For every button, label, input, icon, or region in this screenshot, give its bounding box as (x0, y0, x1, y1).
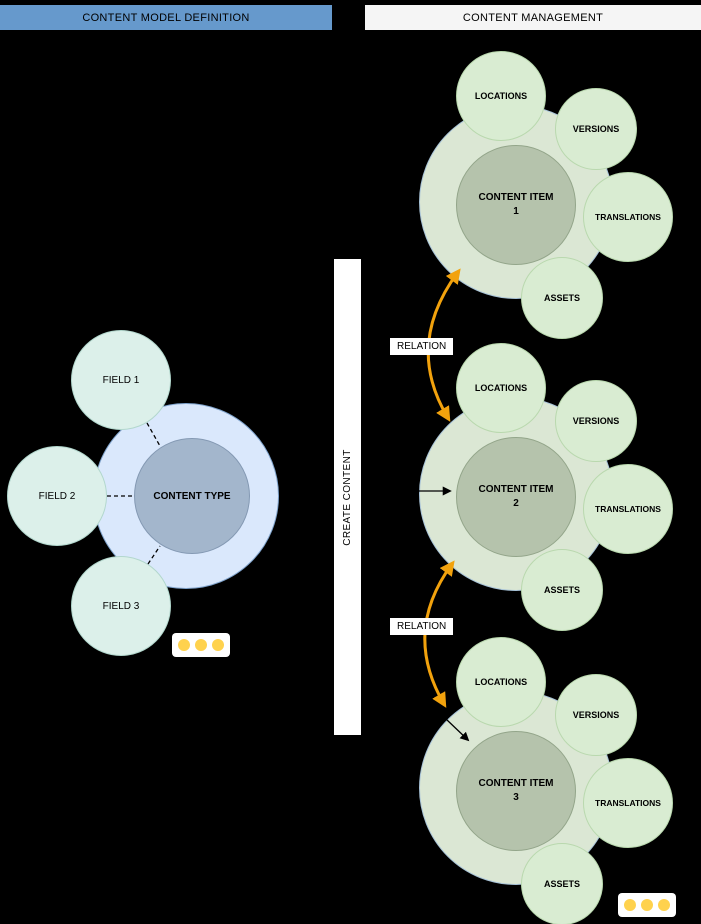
dot-icon (624, 899, 636, 911)
create-content-bar: CREATE CONTENT (333, 258, 362, 736)
create-content-label: CREATE CONTENT (342, 448, 353, 546)
content-item-3-circle: CONTENT ITEM 3 (456, 731, 576, 851)
dot-icon (195, 639, 207, 651)
content-item-2-circle: CONTENT ITEM 2 (456, 437, 576, 557)
header-content-management: CONTENT MANAGEMENT (365, 5, 701, 30)
content-item-1-label: CONTENT ITEM 1 (478, 192, 554, 217)
locations-circle: LOCATIONS (456, 343, 546, 433)
versions-circle: VERSIONS (555, 674, 637, 756)
assets-circle: ASSETS (521, 549, 603, 631)
dot-icon (212, 639, 224, 651)
assets-circle: ASSETS (521, 843, 603, 924)
locations-circle: LOCATIONS (456, 51, 546, 141)
field-1-circle: FIELD 1 (71, 330, 171, 430)
translations-circle: TRANSLATIONS (583, 172, 673, 262)
translations-circle: TRANSLATIONS (583, 758, 673, 848)
header-content-model-definition: CONTENT MODEL DEFINITION (0, 5, 332, 30)
content-item-2-label: CONTENT ITEM 2 (478, 484, 554, 509)
management-more-ellipsis-icon (618, 893, 676, 917)
locations-circle: LOCATIONS (456, 637, 546, 727)
dot-icon (658, 899, 670, 911)
field-3-circle: FIELD 3 (71, 556, 171, 656)
relation-label-1: RELATION (390, 338, 454, 355)
versions-circle: VERSIONS (555, 380, 637, 462)
versions-circle: VERSIONS (555, 88, 637, 170)
assets-circle: ASSETS (521, 257, 603, 339)
content-item-3-label: CONTENT ITEM 3 (478, 778, 554, 803)
dot-icon (641, 899, 653, 911)
translations-circle: TRANSLATIONS (583, 464, 673, 554)
model-more-ellipsis-icon (172, 633, 230, 657)
content-item-1-circle: CONTENT ITEM 1 (456, 145, 576, 265)
relation-label-2: RELATION (390, 618, 454, 635)
field-2-circle: FIELD 2 (7, 446, 107, 546)
content-type-circle: CONTENT TYPE (134, 438, 250, 554)
dot-icon (178, 639, 190, 651)
